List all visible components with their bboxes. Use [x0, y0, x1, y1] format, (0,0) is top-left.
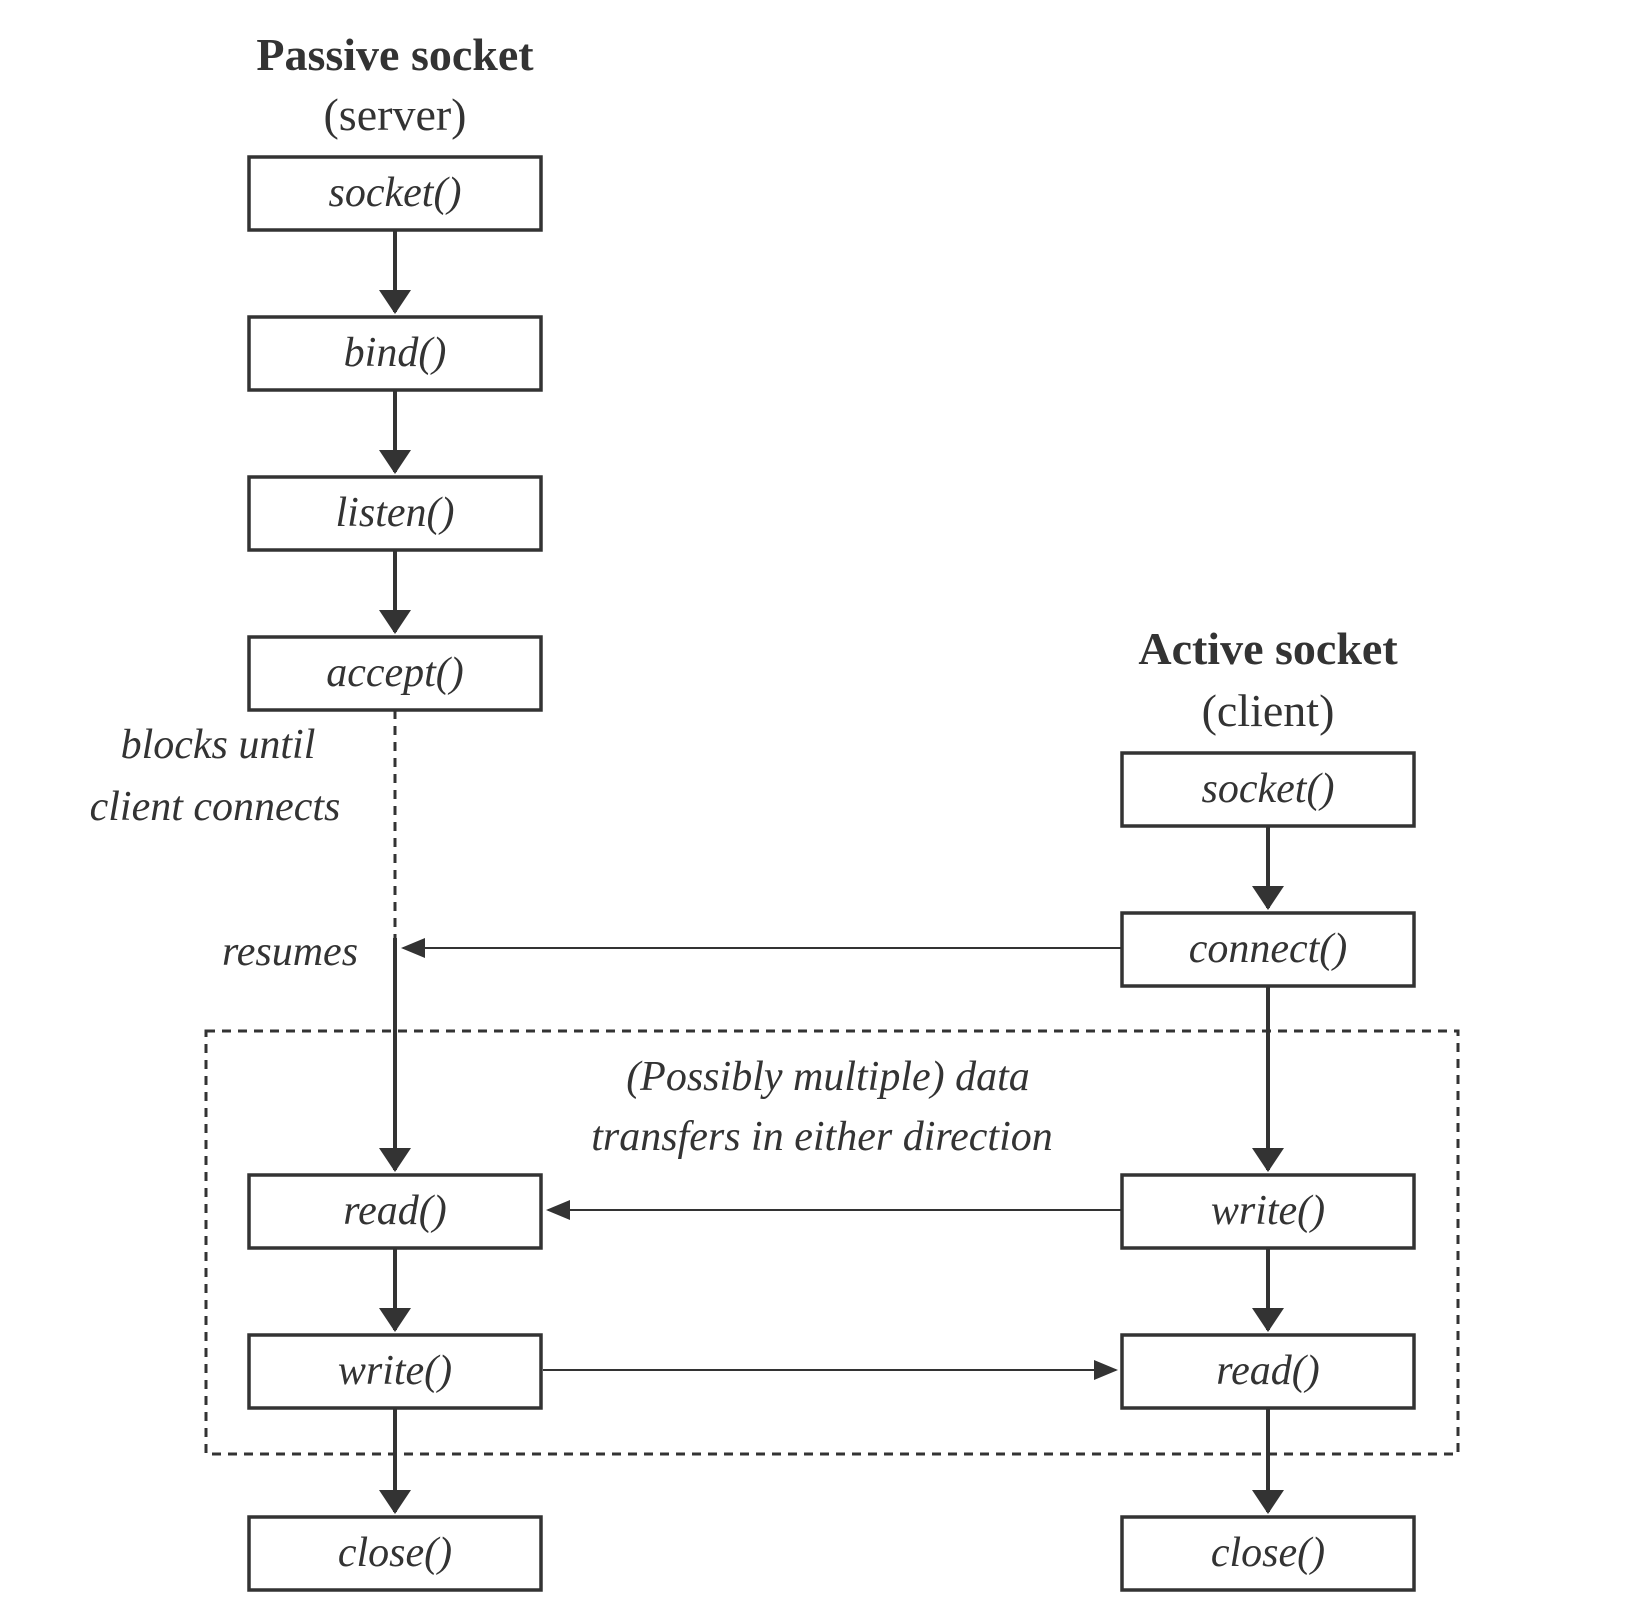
server-write-label: write() [338, 1348, 452, 1394]
client-connect-box: connect() [1120, 911, 1416, 988]
server-accept-box: accept() [247, 635, 543, 712]
server-subheading: (server) [323, 89, 466, 140]
server-accept-label: accept() [326, 650, 464, 696]
server-listen-label: listen() [336, 490, 455, 536]
server-socket-label: socket() [329, 170, 462, 216]
transfer-region-label-line2: transfers in either direction [591, 1114, 1053, 1160]
client-close-label: close() [1211, 1530, 1325, 1576]
client-subheading: (client) [1202, 685, 1335, 736]
server-close-box: close() [247, 1515, 543, 1592]
server-socket-box: socket() [247, 155, 543, 232]
server-close-label: close() [338, 1530, 452, 1576]
server-read-box: read() [247, 1173, 543, 1250]
transfer-region-label-line1: (Possibly multiple) data [626, 1054, 1030, 1100]
resumes-note: resumes [222, 929, 358, 975]
server-bind-box: bind() [247, 315, 543, 392]
server-read-label: read() [343, 1188, 446, 1234]
client-socket-box: socket() [1120, 751, 1416, 828]
client-read-label: read() [1216, 1348, 1319, 1394]
client-connect-label: connect() [1189, 926, 1348, 972]
server-listen-box: listen() [247, 475, 543, 552]
client-write-box: write() [1120, 1173, 1416, 1250]
client-heading: Active socket [1138, 623, 1398, 674]
client-socket-label: socket() [1202, 766, 1335, 812]
client-write-label: write() [1211, 1188, 1325, 1234]
client-read-box: read() [1120, 1333, 1416, 1410]
blocks-note-line1: blocks until [121, 722, 316, 768]
server-bind-label: bind() [344, 330, 447, 376]
blocks-note-line2: client connects [90, 784, 341, 830]
client-close-box: close() [1120, 1515, 1416, 1592]
server-heading: Passive socket [256, 29, 534, 80]
data-transfer-region [204, 1029, 1460, 1456]
server-write-box: write() [247, 1333, 543, 1410]
